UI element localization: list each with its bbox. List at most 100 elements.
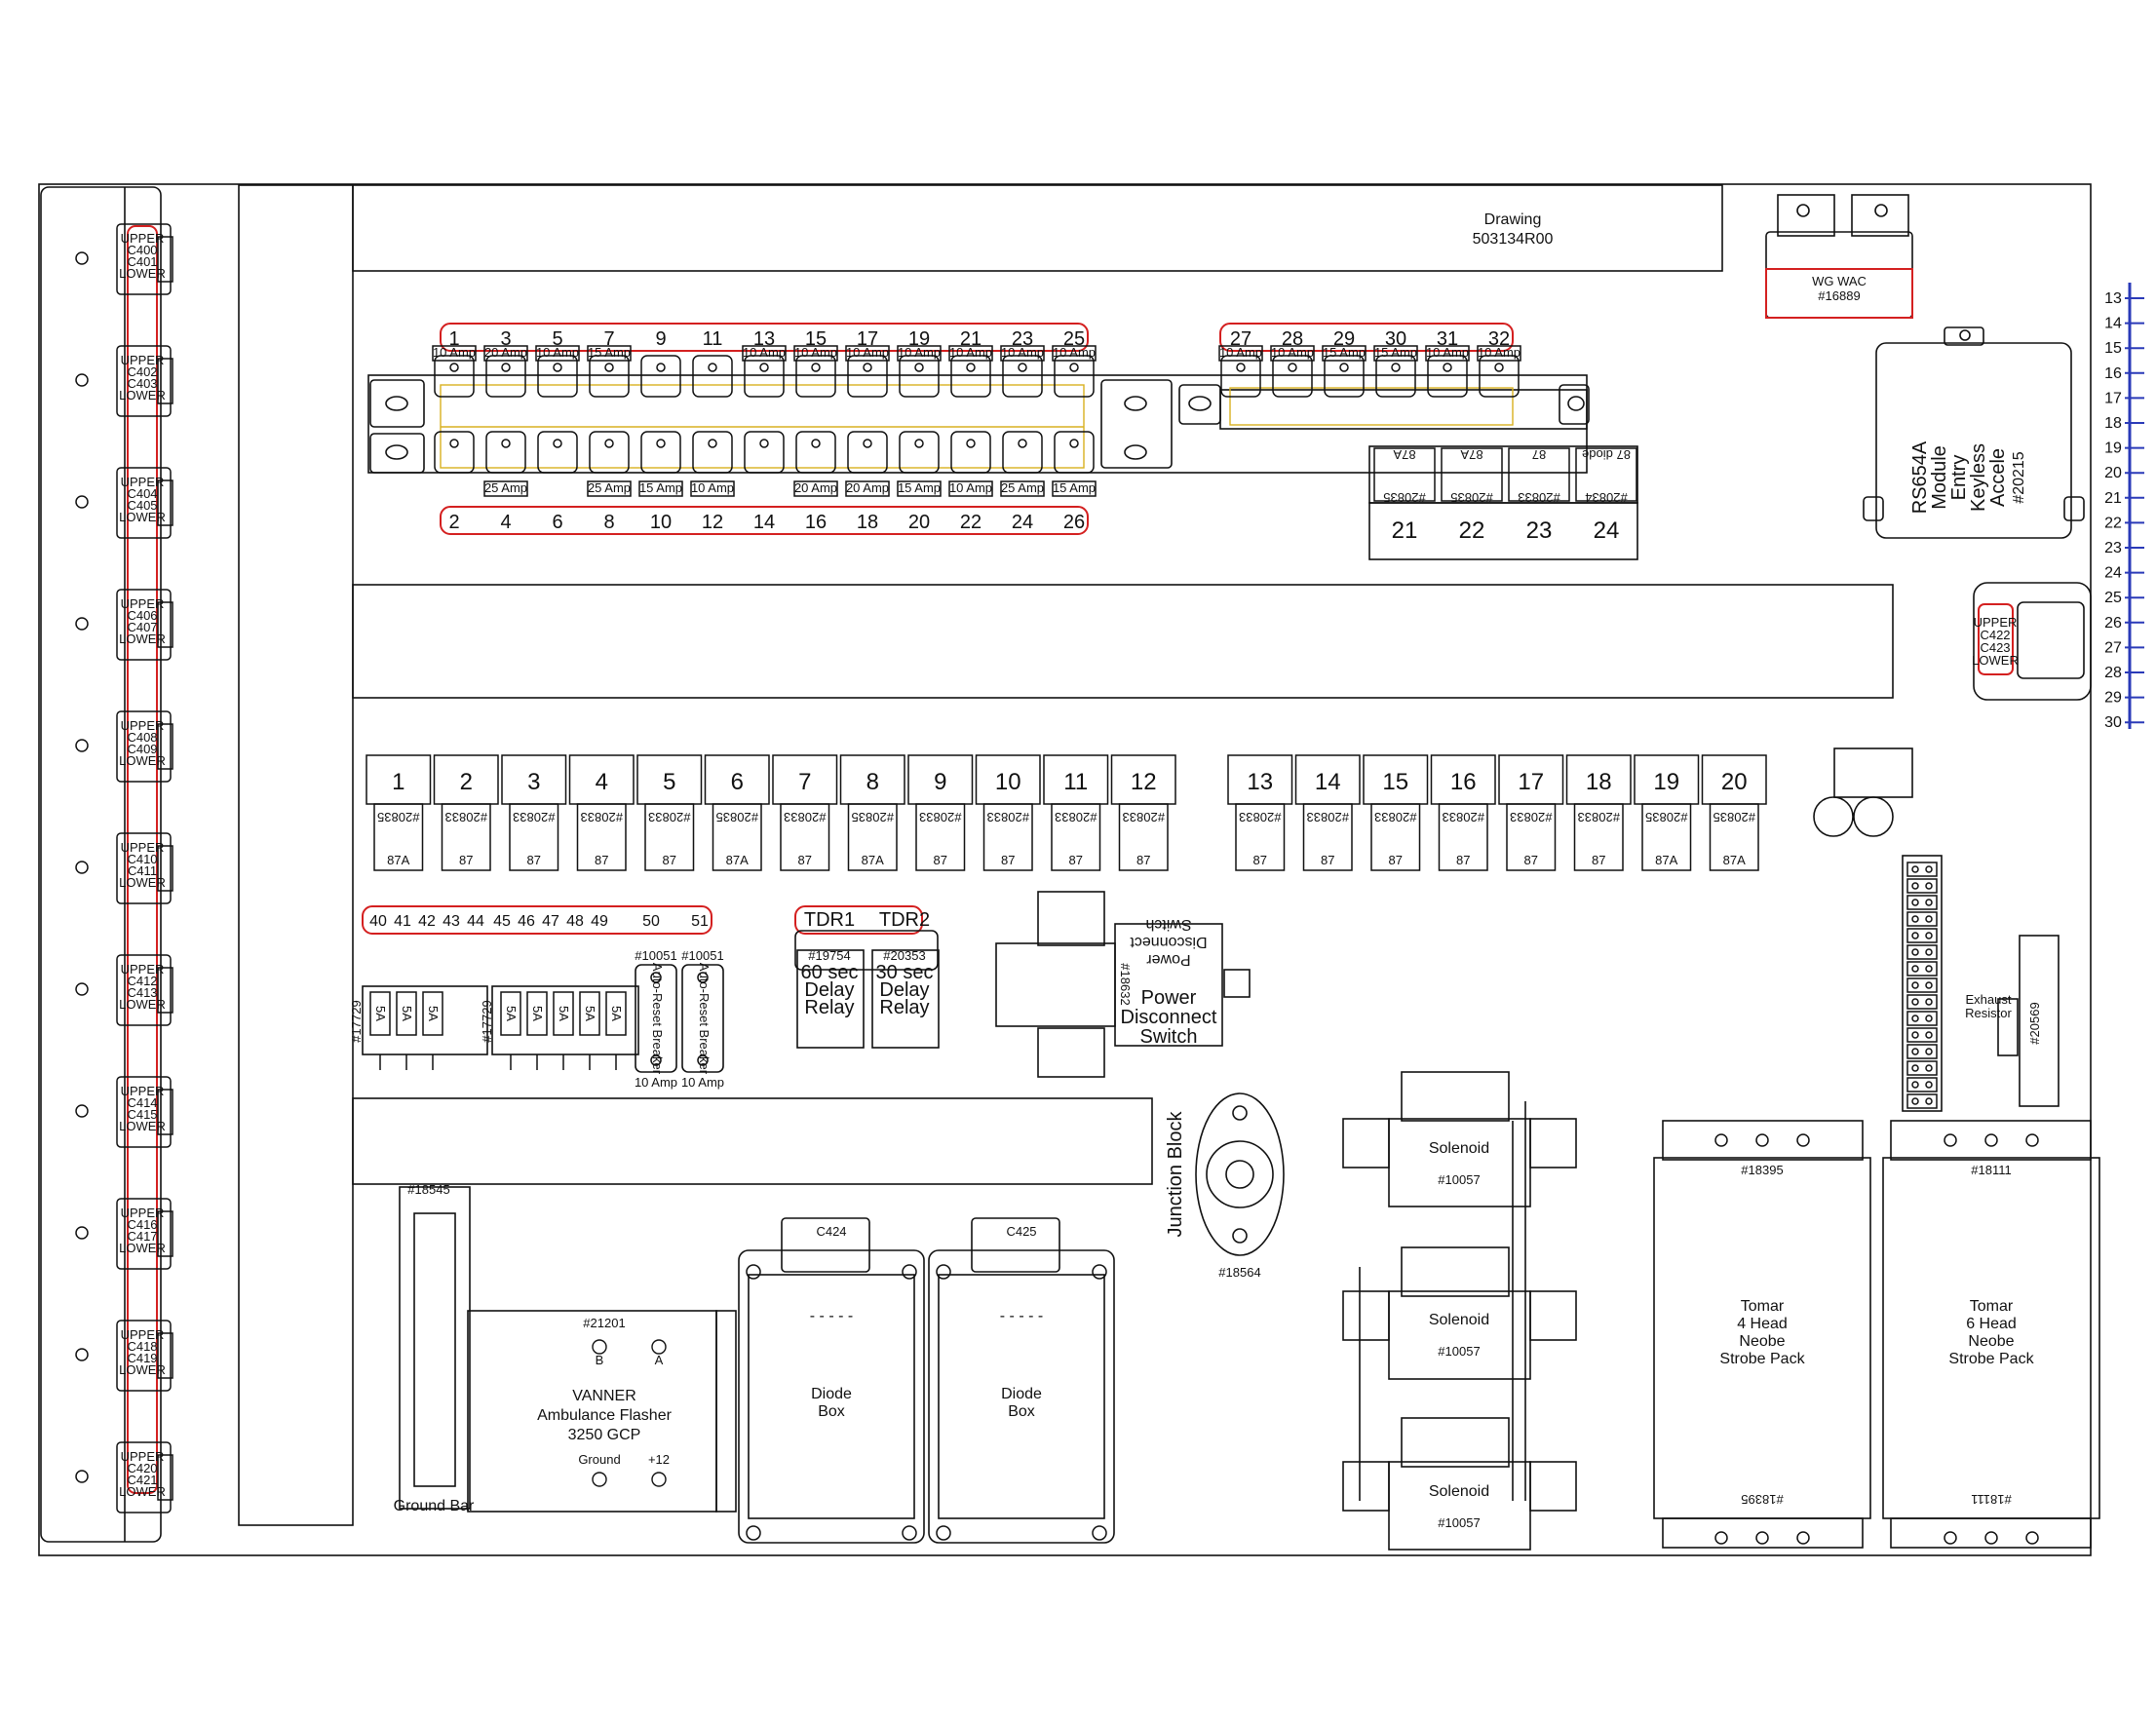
fuse-terminal <box>759 363 769 372</box>
strobe-line1: Tomar <box>1970 1298 2014 1315</box>
fuse-top-11: 11 <box>692 328 733 398</box>
amp-tag <box>535 345 580 362</box>
connector-housing <box>116 1441 172 1513</box>
relay-part: #20833 <box>1578 810 1620 824</box>
amp-tag <box>845 345 890 362</box>
mount-hole <box>75 1226 89 1240</box>
ruler-number-15: 15 <box>2104 340 2122 357</box>
breaker-label-50: 50 <box>642 913 660 930</box>
small-relay-number: 21 <box>1392 517 1418 544</box>
amp-tag <box>1322 345 1367 362</box>
connector-lower-label: LOWER <box>119 388 166 402</box>
terminal <box>1906 862 1938 877</box>
relay-number: 20 <box>1721 769 1748 795</box>
relay-number: 15 <box>1382 769 1408 795</box>
connector-a-label: C412 <box>127 974 157 988</box>
connector-housing <box>116 345 172 417</box>
connector-b-label: C409 <box>127 742 157 756</box>
amp-tag <box>742 345 787 362</box>
relay-body <box>847 803 898 871</box>
relay-body <box>982 803 1033 871</box>
fuse-top-number: 23 <box>1012 328 1033 350</box>
breaker-slot <box>553 991 574 1036</box>
connector-b-label: C413 <box>127 985 157 1000</box>
connector-a-label: C416 <box>127 1217 157 1232</box>
relay-part: #20835 <box>852 810 894 824</box>
fuse-body <box>899 431 940 474</box>
fuse-terminal <box>811 363 821 372</box>
breaker-labels-outline <box>362 905 712 935</box>
fuse-right-number: 27 <box>1230 328 1251 350</box>
fuse-body <box>744 355 785 398</box>
panel-outline <box>38 183 2092 1556</box>
relay-number: 1 <box>392 769 404 795</box>
flasher-ground: Ground <box>578 1452 620 1467</box>
relay-body <box>780 803 830 871</box>
strobe-line4: Strobe Pack <box>1719 1351 1805 1367</box>
relay-term: 87 <box>1001 853 1015 867</box>
tdr-line2: Delay <box>804 979 854 1001</box>
power-switch-flipped-2: Disconnect <box>1130 934 1208 950</box>
diode-box-line1: Diode <box>1001 1386 1042 1402</box>
fuse-top-7: 715 Amp <box>587 328 632 398</box>
fuse-top-number: 17 <box>857 328 878 350</box>
solenoid-label: Solenoid <box>1429 1312 1489 1328</box>
relay-part: #20833 <box>1123 810 1165 824</box>
fuse-top-amp: 10 Amp <box>898 345 941 360</box>
terminal <box>1906 1044 1938 1059</box>
amp-tag <box>1052 480 1097 497</box>
relay-part: #20833 <box>513 810 555 824</box>
fuse-terminal <box>863 439 872 448</box>
connector-a-label: C402 <box>127 364 157 379</box>
relay-number: 12 <box>1131 769 1157 795</box>
breaker-label-41: 41 <box>394 913 411 930</box>
auto-reset-breaker-1 <box>635 964 677 1073</box>
tdr-line2: Delay <box>879 979 929 1001</box>
ruler-number-17: 17 <box>2104 390 2122 406</box>
strobe-line1: Tomar <box>1741 1298 1785 1315</box>
connector-housing <box>116 1320 172 1392</box>
auto-reset-breaker-2 <box>681 964 724 1073</box>
breaker-bank-part: #17729 <box>480 1000 494 1042</box>
breaker-label-45: 45 <box>493 913 511 930</box>
ruler-number-24: 24 <box>2104 565 2122 582</box>
relay-term: 87 <box>798 853 812 867</box>
connector-b-label: C407 <box>127 620 157 634</box>
relay-number: 2 <box>460 769 473 795</box>
fuse-body <box>950 355 991 398</box>
connector-lower-label: LOWER <box>119 266 166 281</box>
mount-hole <box>75 1348 89 1361</box>
connector-a-label: C414 <box>127 1095 157 1110</box>
fuse-right-number: 31 <box>1437 328 1458 350</box>
power-switch-flipped-1: Power <box>1146 951 1191 968</box>
fuse-top-9: 9 <box>640 328 681 398</box>
fuse-terminal <box>966 439 976 448</box>
amp-tag <box>587 480 632 497</box>
relay-part: #20833 <box>648 810 690 824</box>
relay-body <box>576 803 627 871</box>
round-relay-2 <box>1853 796 1894 837</box>
fuse-top-5: 510 Amp <box>535 328 580 398</box>
amp-tag <box>1000 345 1045 362</box>
connector-housing <box>116 1198 172 1270</box>
tdr-line3: Relay <box>879 997 929 1018</box>
small-relay-body <box>1575 447 1637 502</box>
breaker-label-40: 40 <box>369 913 387 930</box>
power-disconnect-switch <box>995 942 1116 1027</box>
relay-body <box>1641 803 1692 871</box>
fuse-terminal <box>1069 363 1079 372</box>
amp-tag <box>483 345 528 362</box>
